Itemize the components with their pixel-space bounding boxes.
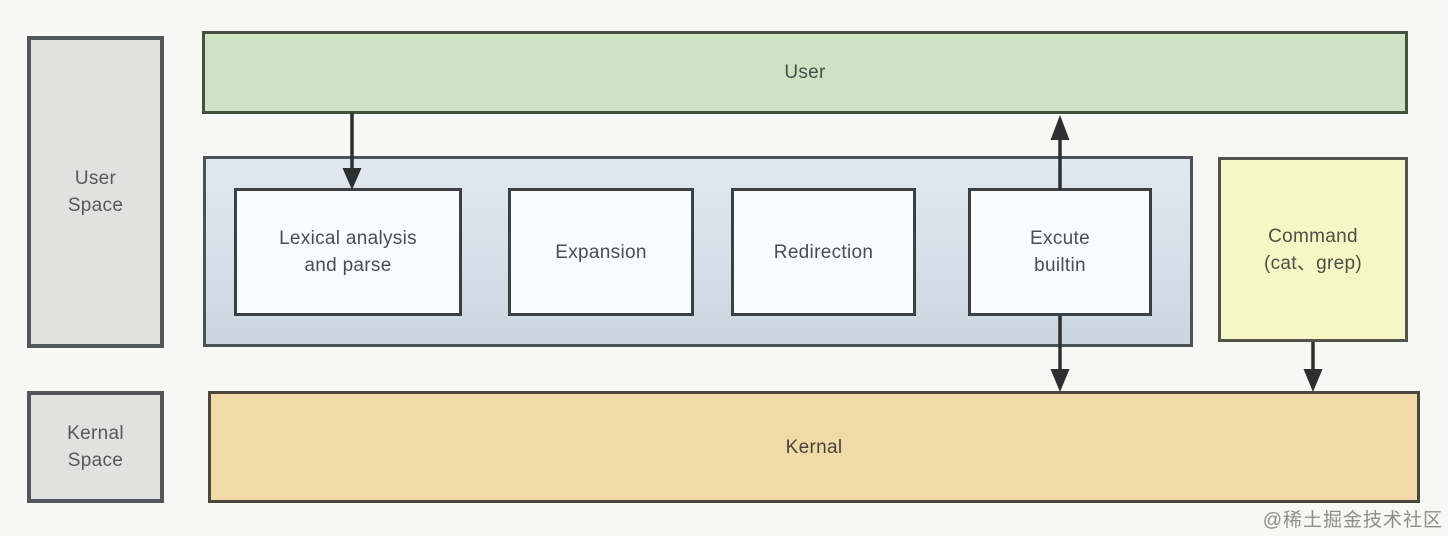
process-box-excute-builtin-label: Excute builtin xyxy=(1030,228,1090,276)
watermark: @稀土掘金技术社区 xyxy=(1262,510,1443,531)
user-band-label: User xyxy=(784,62,826,83)
process-box-redirection: Redirection xyxy=(731,188,916,316)
process-box-lexical-analysis-label: Lexical analysis and parse xyxy=(279,228,417,276)
user-space-box: User Space xyxy=(27,36,164,348)
kernal-space-label: Kernal Space xyxy=(67,423,124,471)
kernal-band: Kernal xyxy=(208,391,1420,503)
kernal-band-label: Kernal xyxy=(785,436,843,458)
arrow-command-to-kernal-icon xyxy=(1303,342,1323,392)
process-box-excute-builtin: Excute builtin xyxy=(968,188,1152,316)
command-box: Command (cat、grep) xyxy=(1218,157,1408,342)
user-band: User xyxy=(202,31,1408,114)
process-box-redirection-label: Redirection xyxy=(773,241,874,263)
user-space-label: User Space xyxy=(67,168,124,216)
kernal-space-box: Kernal Space xyxy=(27,391,164,503)
process-box-lexical-analysis: Lexical analysis and parse xyxy=(234,188,462,316)
process-box-expansion-label: Expansion xyxy=(555,241,647,263)
command-box-label: Command (cat、grep) xyxy=(1263,225,1363,274)
process-box-expansion: Expansion xyxy=(508,188,694,316)
